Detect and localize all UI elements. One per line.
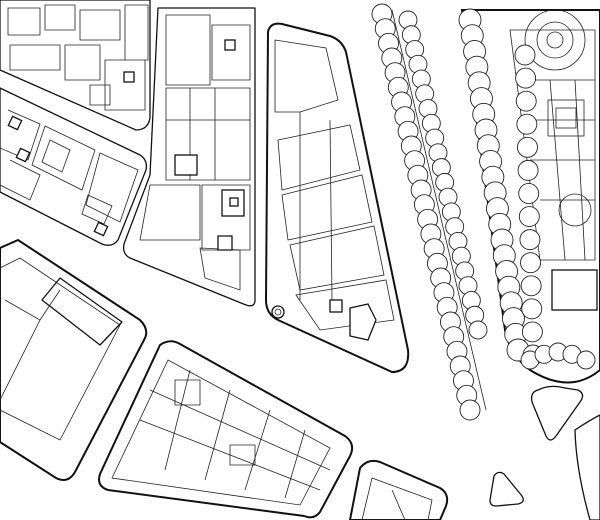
tree-icon	[517, 136, 538, 158]
corner-curb	[574, 414, 600, 520]
tree-icon	[516, 113, 538, 135]
block-central-trapezoid	[264, 22, 410, 374]
tree-icon	[518, 183, 540, 204]
block-central-left	[122, 7, 256, 307]
block-top-left	[0, 0, 151, 131]
tree-icon	[459, 399, 481, 421]
tree-icon	[521, 321, 543, 343]
tree-icon	[518, 206, 540, 227]
tree-icon	[521, 298, 543, 320]
traffic-island-large	[530, 385, 584, 441]
block-bottom-left	[0, 238, 148, 481]
tree-icon	[519, 229, 541, 251]
tree-icon	[514, 44, 536, 66]
avenue-trees	[371, 3, 488, 421]
tree-icon	[515, 67, 537, 89]
tree-icon	[520, 275, 542, 297]
tree-icon	[576, 350, 596, 370]
block-left-middle	[0, 87, 148, 246]
traffic-island-small	[489, 471, 524, 507]
garden-trees	[458, 8, 596, 370]
tree-icon	[515, 90, 537, 112]
block-bottom-small	[348, 459, 449, 520]
block-bottom-center	[98, 340, 354, 519]
tree-icon	[517, 159, 539, 181]
tree-icon	[520, 252, 541, 274]
tree-icon	[468, 320, 488, 340]
